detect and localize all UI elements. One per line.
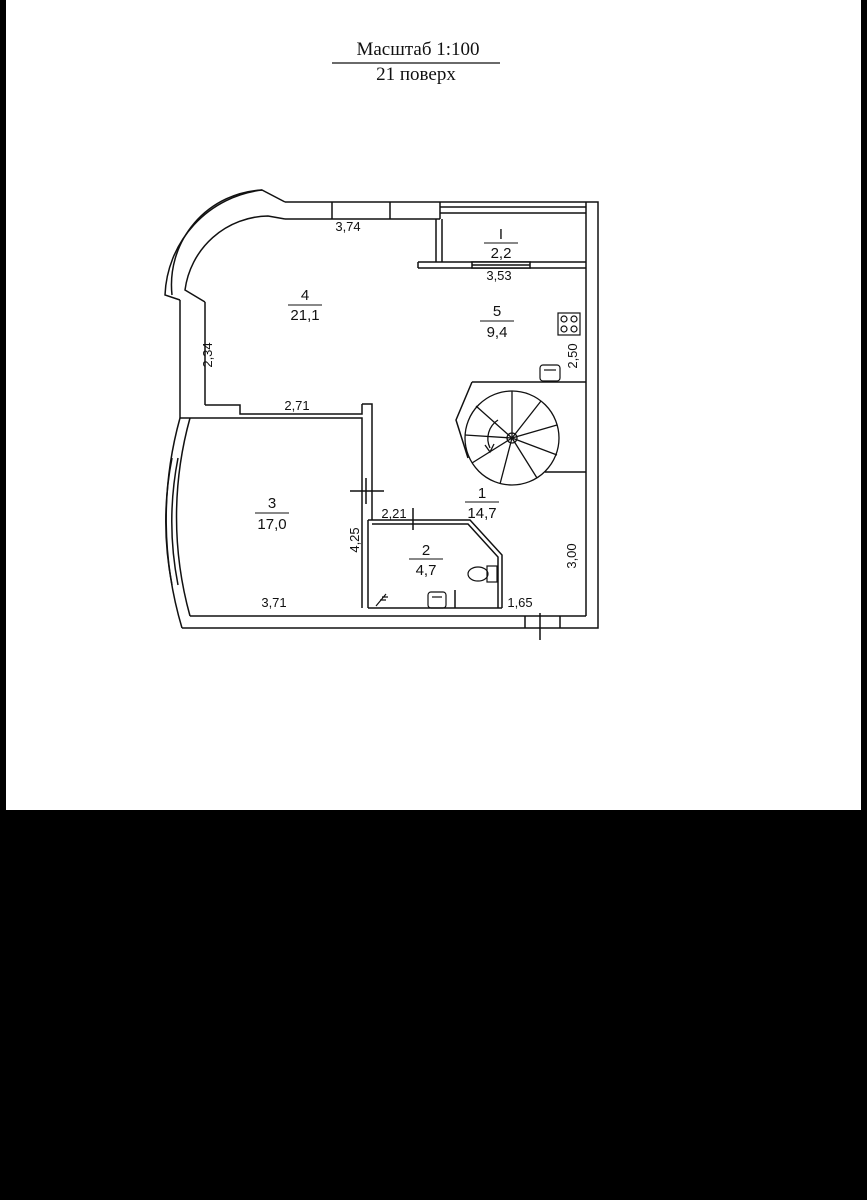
round-bay-mid xyxy=(170,189,263,296)
floor-label: 21 поверх xyxy=(376,64,456,85)
stove-burner-icon xyxy=(570,315,578,323)
room-3-label: 3 17,0 xyxy=(255,495,289,533)
dim-left-wall-room4: 2,34 xyxy=(200,342,215,367)
stair-platform xyxy=(455,381,586,459)
top-window-frames xyxy=(331,202,441,219)
bathroom-left-wall xyxy=(367,520,456,608)
room-number: I xyxy=(499,226,503,243)
round-bay-outer xyxy=(164,189,286,301)
round-bay-inner xyxy=(184,215,286,303)
dim-bath-top: 2,21 xyxy=(381,506,406,521)
room-5-label: 5 9,4 xyxy=(480,303,514,341)
room-number: 4 xyxy=(301,287,309,304)
room-number: 5 xyxy=(493,303,501,320)
room3-window-b xyxy=(171,457,179,586)
room-number: 2 xyxy=(422,542,430,559)
bathroom-walls xyxy=(368,519,503,608)
room-area: 17,0 xyxy=(257,516,286,533)
top-wall xyxy=(285,201,440,220)
room-area: 21,1 xyxy=(290,307,319,324)
utility-symbol-icon xyxy=(375,593,388,607)
dim-balcony-rail: 3,53 xyxy=(486,268,511,283)
room-area: 2,2 xyxy=(491,245,512,262)
room3-top-right xyxy=(180,417,363,608)
fixtures xyxy=(375,312,581,609)
room-area: 9,4 xyxy=(487,324,508,341)
spiral-stair xyxy=(464,390,560,486)
stove-burner-icon xyxy=(570,325,578,333)
dimension-labels: 3,74 3,53 2,34 2,71 2,50 2,21 4,25 3,00 … xyxy=(200,219,580,610)
room-area: 14,7 xyxy=(467,505,496,522)
left-wall-room4 xyxy=(179,300,206,418)
kitchen-sink-icon xyxy=(539,364,561,382)
room3-curve-inner xyxy=(175,417,191,617)
dim-right-wall-room1: 3,00 xyxy=(564,543,579,568)
door-mark-room3 xyxy=(350,478,384,504)
room3-curve-outer xyxy=(165,417,183,629)
balcony-rail xyxy=(440,206,586,214)
partition-vertical xyxy=(362,403,373,520)
scale-label: Масштаб 1:100 xyxy=(356,39,479,60)
room-I-label: I 2,2 xyxy=(484,226,518,262)
stove-burner-icon xyxy=(560,315,568,323)
room3-window-a xyxy=(165,457,173,586)
walls xyxy=(164,189,599,640)
room-2-label: 2 4,7 xyxy=(409,542,443,579)
balcony-partition xyxy=(435,219,443,262)
dim-right-wall-room5: 2,50 xyxy=(565,343,580,368)
toilet-tank-icon xyxy=(486,565,498,583)
dim-bottom-room3: 3,71 xyxy=(261,595,286,610)
dim-top-wall: 3,74 xyxy=(335,219,360,234)
floor-plan: Масштаб 1:100 21 поверх xyxy=(164,39,599,640)
stove-burner-icon xyxy=(560,325,568,333)
drawing-sheet xyxy=(6,0,861,810)
stove-icon xyxy=(557,312,581,336)
dim-bath-left: 4,25 xyxy=(347,527,362,552)
room-area: 4,7 xyxy=(416,562,437,579)
room-4-label: 4 21,1 xyxy=(288,287,322,324)
room-labels: 4 21,1 5 9,4 I 2,2 3 17,0 1 14,7 2 4,7 xyxy=(255,226,518,579)
entry-door xyxy=(524,613,561,640)
outer-wall-right-bottom xyxy=(182,201,599,629)
room-number: 1 xyxy=(478,485,486,502)
room-number: 3 xyxy=(268,495,276,512)
room-1-label: 1 14,7 xyxy=(465,485,499,522)
black-bottom-area xyxy=(0,810,867,1200)
toilet-bowl-icon xyxy=(467,566,489,582)
washbasin-icon xyxy=(427,591,447,609)
dim-partition-3-4: 2,71 xyxy=(284,398,309,413)
partition-3-4 xyxy=(205,404,363,415)
dim-bottom-right: 1,65 xyxy=(507,595,532,610)
